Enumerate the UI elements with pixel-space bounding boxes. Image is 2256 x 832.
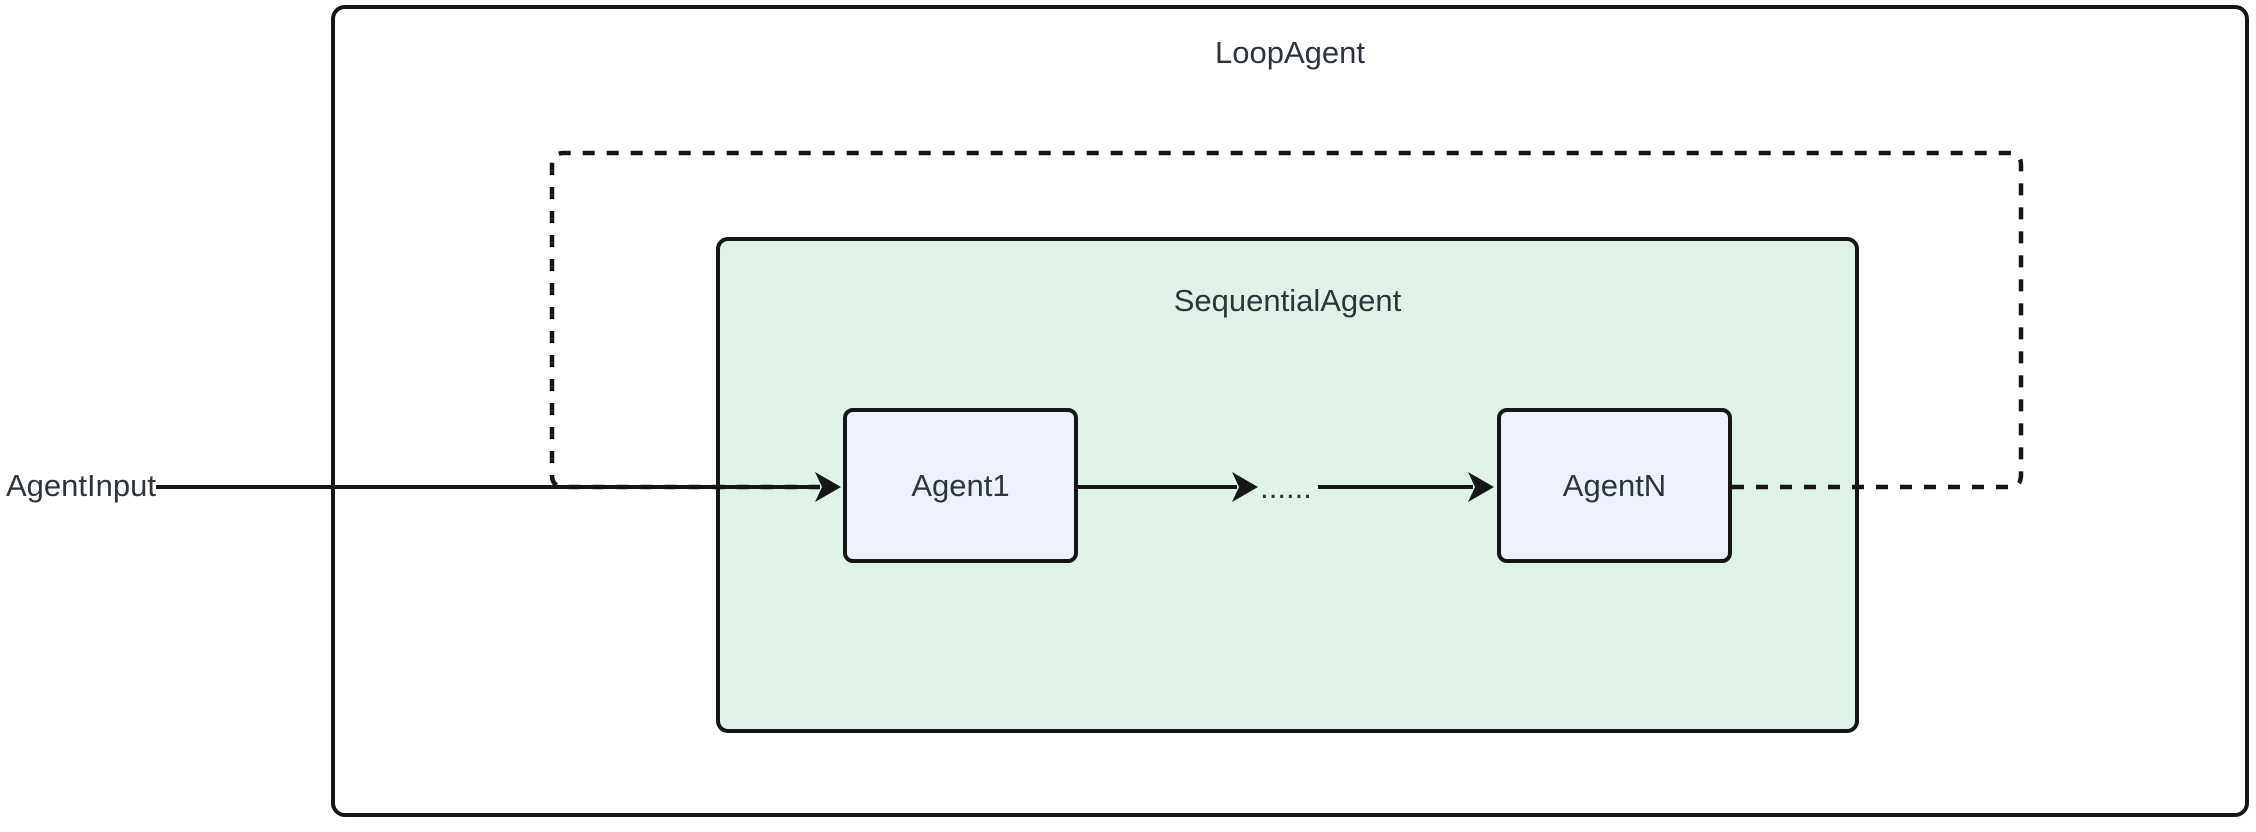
loop-agent-label: LoopAgent bbox=[1215, 35, 1365, 70]
sequential-agent-label: SequentialAgent bbox=[1173, 283, 1402, 318]
loop-agent-container bbox=[331, 5, 2249, 817]
ellipsis-label: ...... bbox=[1260, 470, 1312, 505]
node-agent1: Agent1 bbox=[843, 408, 1078, 563]
agent-input-label: AgentInput bbox=[6, 468, 156, 503]
node-agentn-label: AgentN bbox=[1562, 467, 1667, 503]
node-agentn: AgentN bbox=[1497, 408, 1732, 563]
node-agent1-label: Agent1 bbox=[911, 467, 1010, 503]
